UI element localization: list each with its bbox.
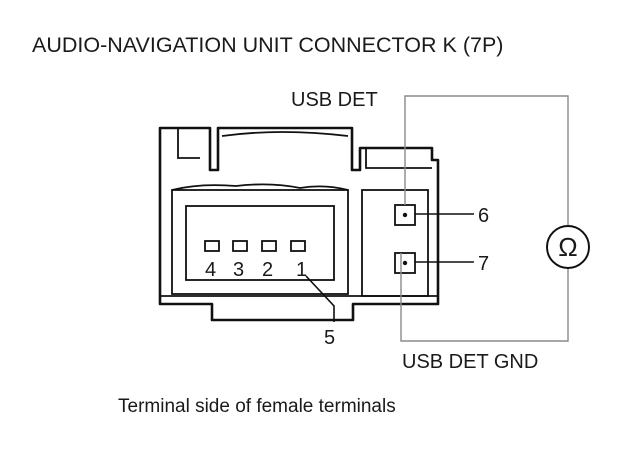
pin-label-4: 4: [205, 259, 216, 281]
pin-label-2: 2: [262, 259, 273, 281]
wire-usb-det: [404, 95, 569, 226]
pin-square-4: [204, 240, 220, 252]
pin-square-7: [394, 252, 416, 274]
pin-label-5: 5: [324, 327, 335, 349]
pin-squares-1-4: [204, 240, 306, 252]
usb-det-gnd-label: USB DET GND: [402, 351, 538, 373]
pin-square-2: [261, 240, 277, 252]
connector-housing: [158, 126, 440, 322]
tab-detail-mid: [221, 131, 349, 137]
pin-5-leader: [305, 275, 335, 322]
pin-label-6: 6: [478, 205, 489, 227]
pin-dot-7: [402, 260, 408, 266]
pin-label-3: 3: [233, 259, 244, 281]
pin-label-7: 7: [478, 253, 489, 275]
terminal-cavity-left: [171, 189, 349, 295]
cavity-bumps: [171, 183, 349, 191]
pin-square-3: [232, 240, 248, 252]
pin-dot-6: [402, 212, 408, 218]
terminal-cavity-right: [361, 189, 429, 297]
pin-block: [185, 205, 335, 281]
pin-square-1: [290, 240, 306, 252]
tab-detail-right: [365, 148, 432, 169]
connector-outline: [158, 126, 440, 322]
pin-label-1: 1: [296, 259, 307, 281]
ohmmeter-icon: Ω: [546, 225, 590, 269]
diagram-caption: Terminal side of female terminals: [118, 396, 396, 417]
diagram-title: AUDIO-NAVIGATION UNIT CONNECTOR K (7P): [32, 33, 503, 57]
wire-usb-det-gnd: [400, 253, 569, 342]
usb-det-label: USB DET: [291, 89, 378, 111]
tab-detail-left: [177, 128, 200, 159]
ohm-symbol: Ω: [558, 232, 577, 262]
